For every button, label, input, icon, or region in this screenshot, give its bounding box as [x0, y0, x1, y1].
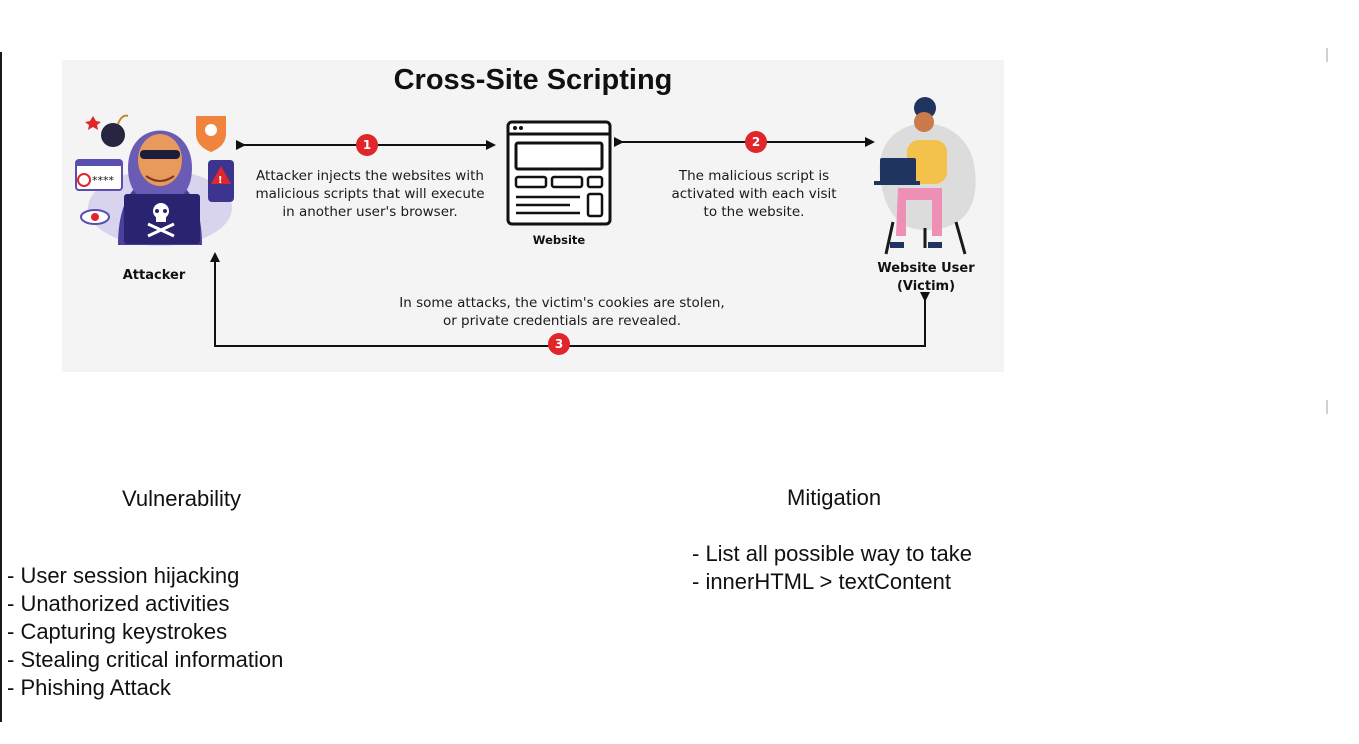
step-1-caption: Attacker injects the websites with malic…	[240, 167, 500, 221]
website-icon	[506, 120, 612, 226]
diagram-title: Cross-Site Scripting	[393, 64, 673, 96]
list-item: - List all possible way to take	[692, 541, 973, 566]
mitigation-list: - List all possible way to take - innerH…	[692, 540, 972, 596]
step-2-caption: The malicious script is activated with e…	[644, 167, 864, 221]
list-item: - User session hijacking	[7, 563, 240, 588]
right-edge-mark	[1326, 400, 1328, 414]
eye-icon	[80, 209, 110, 225]
svg-text:!: !	[218, 175, 223, 186]
step-2-badge: 2	[745, 131, 767, 153]
attacker-illustration-icon	[88, 130, 232, 246]
attacker-label: Attacker	[122, 268, 186, 283]
list-item: - Stealing critical information	[7, 647, 284, 672]
step-3-caption: In some attacks, the victim's cookies ar…	[362, 294, 762, 330]
right-edge-mark	[1326, 48, 1328, 62]
step-1-line: malicious scripts that will execute	[255, 186, 485, 202]
list-item: - Unathorized activities	[7, 591, 230, 616]
list-item: - Phishing Attack	[7, 675, 171, 700]
vulnerability-list: - User session hijacking - Unathorized a…	[7, 562, 283, 702]
step-2-line: activated with each visit	[671, 186, 837, 202]
mitigation-heading: Mitigation	[787, 485, 882, 510]
victim-illustration-icon	[874, 97, 976, 255]
step-1-badge: 1	[356, 134, 378, 156]
step-3-line: In some attacks, the victim's cookies ar…	[399, 295, 725, 311]
step-1-line: Attacker injects the websites with	[256, 168, 484, 184]
victim-label: Website User (Victim)	[866, 260, 986, 296]
step-2-line: to the website.	[703, 204, 805, 220]
mitigation-list-clip: - List all possible way to take - innerH…	[692, 540, 1004, 604]
victim-label-line: Website User	[877, 261, 975, 276]
step-1-line: in another user's browser.	[282, 204, 458, 220]
vulnerability-heading: Vulnerability	[122, 486, 242, 511]
website-label: Website	[532, 233, 586, 247]
svg-text:****: ****	[92, 174, 115, 187]
list-item: - Capturing keystrokes	[7, 619, 228, 644]
password-window-icon: ****	[75, 159, 123, 191]
victim-label-line: (Victim)	[896, 279, 956, 294]
warning-phone-icon: !	[208, 160, 234, 202]
bug-shield-icon	[196, 116, 226, 152]
bomb-icon	[85, 114, 129, 147]
list-item: - innerHTML > textContent	[692, 569, 952, 594]
step-2-line: The malicious script is	[678, 168, 830, 184]
left-edge-line	[0, 52, 2, 722]
step-3-badge: 3	[548, 333, 570, 355]
arrow-step-3	[210, 252, 930, 347]
step-3-line: or private credentials are revealed.	[442, 313, 682, 329]
